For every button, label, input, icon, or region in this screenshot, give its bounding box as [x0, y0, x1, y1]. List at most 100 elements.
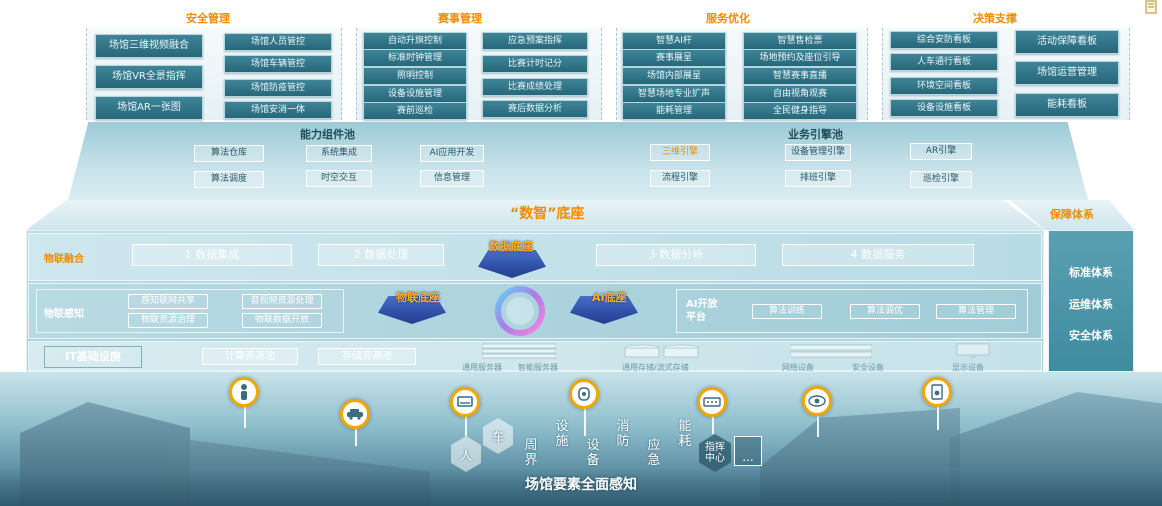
- element-more[interactable]: ...: [734, 436, 762, 466]
- element-energy[interactable]: 能耗: [677, 419, 693, 449]
- tile-service-8[interactable]: 智慧赛事直播: [743, 67, 857, 85]
- core-ring-icon: [495, 286, 545, 336]
- guarantee-item-standard: 标准体系: [1069, 266, 1113, 279]
- tile-service-3[interactable]: 场馆内部展呈: [622, 67, 726, 85]
- ability-item-4[interactable]: 算法调度: [194, 171, 264, 188]
- ability-item-2[interactable]: 系统集成: [306, 145, 372, 162]
- fusion-step-2[interactable]: 2 数据处理: [318, 244, 444, 266]
- pin-stem-car: [355, 426, 357, 446]
- it-pool-compute[interactable]: 计算资源池: [202, 348, 298, 365]
- gate-icon[interactable]: [450, 387, 480, 417]
- engine-item-6[interactable]: 巡检引擎: [910, 171, 972, 188]
- element-facility[interactable]: 设施: [554, 419, 570, 449]
- engine-item-4[interactable]: 流程引擎: [650, 170, 710, 187]
- tile-decision-1[interactable]: 综合安防看板: [890, 31, 998, 49]
- alarm-icon[interactable]: [922, 377, 952, 407]
- ai-platform-label: AI开放平台: [686, 299, 718, 323]
- tile-event-8[interactable]: 比赛成绩处理: [482, 78, 588, 96]
- car-icon[interactable]: [340, 399, 370, 429]
- element-equipment[interactable]: 设备: [585, 438, 601, 468]
- ai-item-train[interactable]: 算法训练: [752, 304, 822, 319]
- console-icon[interactable]: [697, 387, 727, 417]
- storage-icon: [624, 344, 699, 358]
- it-device-security: 安全设备: [852, 363, 884, 372]
- tile-service-4[interactable]: 智慧场地专业扩声: [622, 85, 726, 103]
- tile-event-5[interactable]: 赛前巡检: [363, 102, 467, 120]
- ai-platform-frame: [676, 289, 1028, 333]
- tile-event-7[interactable]: 比赛计时记分: [482, 55, 588, 73]
- element-fire[interactable]: 消防: [615, 419, 631, 449]
- tile-event-3[interactable]: 照明控制: [363, 67, 467, 85]
- ability-item-6[interactable]: 信息管理: [420, 170, 484, 187]
- pin-stem-gate: [465, 414, 467, 436]
- sensing-item-4[interactable]: 物联数据开放: [242, 313, 322, 328]
- fusion-step-4[interactable]: 4 数据服务: [782, 244, 974, 266]
- tile-safety-7[interactable]: 场馆安消一体: [224, 101, 332, 119]
- element-perimeter[interactable]: 周界: [523, 438, 539, 468]
- tile-safety-1[interactable]: 场馆三维视频融合: [95, 34, 203, 58]
- element-car[interactable]: 车: [483, 418, 513, 454]
- tile-service-1[interactable]: 智慧AI杆: [622, 32, 726, 50]
- it-device-server: 通用服务器: [462, 363, 502, 372]
- tile-service-9[interactable]: 自由视角观赛: [743, 85, 857, 103]
- ai-item-tune[interactable]: 算法调优: [850, 304, 920, 319]
- tile-decision-4[interactable]: 设备设施看板: [890, 99, 998, 117]
- tile-service-10[interactable]: 全民健身指导: [743, 102, 857, 120]
- engine-item-1[interactable]: 三维引擎: [650, 144, 710, 161]
- display-device-icon: [956, 343, 990, 358]
- tile-decision-2[interactable]: 人车通行看板: [890, 53, 998, 71]
- ai-base-label: AI底座: [592, 291, 627, 304]
- tile-decision-6[interactable]: 场馆运营管理: [1015, 61, 1119, 85]
- tile-service-2[interactable]: 赛事展呈: [622, 49, 726, 67]
- person-icon[interactable]: [229, 377, 259, 407]
- tile-event-4[interactable]: 设备设施管理: [363, 85, 467, 103]
- tile-event-2[interactable]: 标准时钟管理: [363, 49, 467, 67]
- element-facility-text: 设施: [555, 419, 569, 449]
- sensing-item-1[interactable]: 感知联网共享: [128, 294, 208, 309]
- eye-icon[interactable]: [802, 386, 832, 416]
- tile-safety-2[interactable]: 场馆VR全景指挥: [95, 65, 203, 89]
- element-energy-text: 能耗: [678, 419, 692, 449]
- tile-safety-3[interactable]: 场馆AR一张图: [95, 96, 203, 120]
- tile-event-1[interactable]: 自动升旗控制: [363, 32, 467, 50]
- element-perimeter-text: 周界: [524, 438, 538, 468]
- engine-pool-title: 业务引擎池: [788, 128, 843, 141]
- tile-service-6[interactable]: 智慧售检票: [743, 32, 857, 50]
- tile-decision-7[interactable]: 能耗看板: [1015, 93, 1119, 117]
- tile-event-6[interactable]: 应急预案指挥: [482, 32, 588, 50]
- element-emergency[interactable]: 应急: [646, 438, 662, 468]
- element-emergency-text: 应急: [647, 438, 661, 468]
- fusion-step-1[interactable]: 1 数据集成: [132, 244, 292, 266]
- tile-safety-6[interactable]: 场馆防疫管控: [224, 79, 332, 97]
- pin-stem-person: [244, 404, 246, 428]
- ability-item-3[interactable]: AI应用开发: [420, 145, 484, 162]
- engine-item-3[interactable]: AR引擎: [910, 143, 972, 160]
- fusion-step-3[interactable]: 3 数据分析: [596, 244, 756, 266]
- element-fire-text: 消防: [616, 419, 630, 449]
- tile-service-5[interactable]: 能耗管理: [622, 102, 726, 120]
- tile-event-9[interactable]: 赛后数据分析: [482, 100, 588, 118]
- element-person[interactable]: 人: [451, 436, 481, 472]
- ability-item-1[interactable]: 算法仓库: [194, 145, 264, 162]
- tile-safety-5[interactable]: 场馆车辆管控: [224, 55, 332, 73]
- guarantee-item-ops: 运维体系: [1069, 298, 1113, 311]
- sensing-item-3[interactable]: 物联资源治理: [128, 313, 208, 328]
- camera-dome-icon[interactable]: [569, 379, 599, 409]
- ability-item-5[interactable]: 时空交互: [306, 170, 372, 187]
- network-device-icon: [790, 344, 872, 358]
- engine-item-2[interactable]: 设备管理引擎: [785, 144, 851, 161]
- ai-item-manage[interactable]: 算法管理: [936, 304, 1016, 319]
- iot-sensing-label: 物联感知: [44, 309, 84, 320]
- it-device-smart-server: 智能服务器: [518, 363, 558, 372]
- tile-service-7[interactable]: 场地预约及座位引导: [743, 49, 857, 67]
- engine-item-5[interactable]: 排班引擎: [785, 170, 851, 187]
- pin-stem-eye: [817, 413, 819, 437]
- it-pool-storage[interactable]: 存储资源池: [318, 348, 416, 365]
- data-base-label: 数据底座: [489, 240, 533, 253]
- tile-safety-4[interactable]: 场馆人员管控: [224, 33, 332, 51]
- sensing-item-2[interactable]: 音视频资源处理: [242, 294, 322, 309]
- perception-title: 场馆要素全面感知: [525, 477, 637, 493]
- tile-decision-3[interactable]: 环境空间看板: [890, 77, 998, 95]
- tile-decision-5[interactable]: 活动保障看板: [1015, 30, 1119, 54]
- guarantee-item-security: 安全体系: [1069, 329, 1113, 342]
